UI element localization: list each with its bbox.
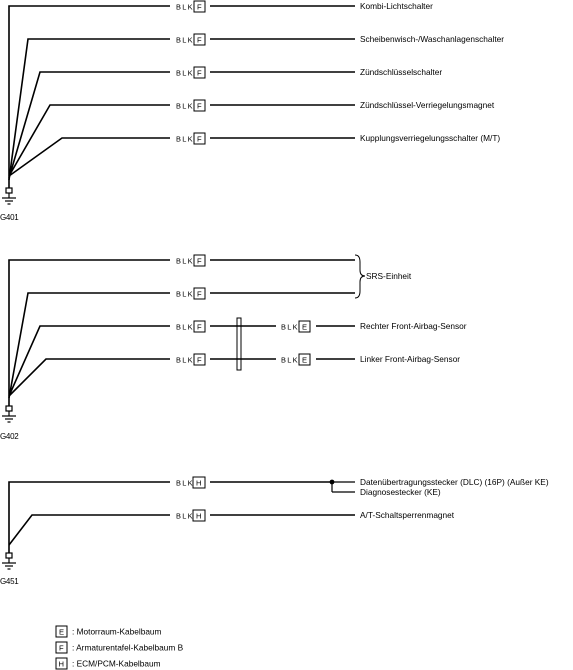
target-label-g402-4: Linker Front-Airbag-Sensor [360, 354, 460, 364]
wire-g402-3 [8, 325, 355, 397]
harness-code: F [197, 290, 202, 299]
wire-g401-2 [8, 38, 355, 181]
legend: E : Motorraum-Kabelbaum F : Armaturentaf… [55, 625, 184, 670]
wire-tag-g401-2: BLK F [170, 33, 210, 46]
wire-color-2: BLK [281, 323, 299, 332]
ground-label-g451: G451 [0, 577, 19, 586]
splice-g451 [331, 481, 355, 493]
wire-color: BLK [176, 257, 194, 266]
ground-symbol-g451 [2, 552, 16, 570]
wire-g451-2 [8, 514, 355, 546]
wire-g401-5 [8, 137, 355, 177]
legend-code: F [59, 644, 64, 653]
srs-brace [354, 254, 366, 299]
splice-dot [329, 479, 335, 485]
wire-g402-2 [8, 292, 355, 399]
harness-code: F [197, 257, 202, 266]
wire-color: BLK [176, 69, 194, 78]
wire-color: BLK [176, 102, 194, 111]
ground-group-g402 [8, 259, 355, 406]
legend-text: : ECM/PCM-Kabelbaum [72, 659, 161, 669]
ground-label-g401: G401 [0, 213, 19, 222]
wire-g401-1 [8, 5, 355, 188]
wire-tag-g402-4: BLK F BLK E [170, 353, 316, 366]
wire-color: BLK [176, 323, 194, 332]
legend-item-e: E : Motorraum-Kabelbaum [55, 625, 162, 638]
wire-g402-1 [8, 259, 355, 406]
wire-tag-g401-4: BLK F [170, 99, 210, 112]
target-label-g451-1: Datenübertragungsstecker (DLC) (16P) (Au… [360, 477, 549, 487]
wire-color-2: BLK [281, 356, 299, 365]
wire-tag-g401-5: BLK F [170, 132, 210, 145]
wire-tag-g402-2: BLK F [170, 287, 210, 300]
target-label-g401-5: Kupplungsverriegelungsschalter (M/T) [360, 133, 500, 143]
wire-tag-g402-1: BLK F [170, 254, 210, 267]
harness-code: F [197, 323, 202, 332]
harness-code: H [196, 479, 201, 488]
wire-color: BLK [176, 135, 194, 144]
target-label-g401-2: Scheibenwisch-/Waschanlagenschalter [360, 34, 504, 44]
wire-g401-3 [8, 71, 355, 179]
wire-tag-g451-1: BLK H [170, 476, 210, 489]
wire-g402-4 [8, 358, 355, 397]
wire-tag-g451-2: BLK H [170, 509, 210, 522]
wire-color: BLK [176, 479, 194, 488]
wire-tag-g401-3: BLK F [170, 66, 210, 79]
harness-code: F [197, 135, 202, 144]
wire-tag-g402-3: BLK F BLK E [170, 320, 316, 333]
legend-item-h: H : ECM/PCM-Kabelbaum [55, 657, 161, 670]
legend-item-f: F : Armaturentafel-Kabelbaum B [55, 641, 184, 654]
harness-code: F [197, 69, 202, 78]
legend-code: H [59, 660, 64, 669]
wire-color: BLK [176, 512, 194, 521]
target-label-g402-3: Rechter Front-Airbag-Sensor [360, 321, 467, 331]
wire-color: BLK [176, 3, 194, 12]
legend-code: E [59, 628, 64, 637]
wire-color: BLK [176, 36, 194, 45]
ground-group-g401 [8, 5, 355, 188]
harness-code: F [197, 102, 202, 111]
ground-label-g402: G402 [0, 432, 19, 441]
target-label-g401-4: Zündschlüssel-Verriegelungsmagnet [360, 100, 495, 110]
harness-code-2: E [302, 356, 307, 365]
target-label-g401-3: Zündschlüsselschalter [360, 67, 442, 77]
srs-unit-label: SRS-Einheit [366, 271, 412, 281]
wire-color: BLK [176, 290, 194, 299]
harness-code: F [197, 36, 202, 45]
wire-tag-g401-1: BLK F [170, 0, 210, 13]
ground-symbol-g402 [2, 405, 16, 423]
wire-g401-4 [8, 104, 355, 177]
legend-text: : Armaturentafel-Kabelbaum B [72, 643, 184, 653]
target-label-g451-1b: Diagnosestecker (KE) [360, 487, 441, 497]
ground-symbol-g401 [2, 187, 16, 205]
connector-bracket [236, 317, 242, 371]
harness-code: F [197, 356, 202, 365]
wire-g451-1 [8, 481, 332, 553]
legend-text: : Motorraum-Kabelbaum [72, 627, 162, 637]
ground-group-g451 [8, 481, 355, 553]
wire-color: BLK [176, 356, 194, 365]
target-label-g401-1: Kombi-Lichtschalter [360, 1, 433, 11]
harness-code-2: E [302, 323, 307, 332]
target-label-g451-2: A/T-Schaltsperrenmagnet [360, 510, 455, 520]
harness-code: H [196, 512, 201, 521]
harness-code: F [197, 3, 202, 12]
